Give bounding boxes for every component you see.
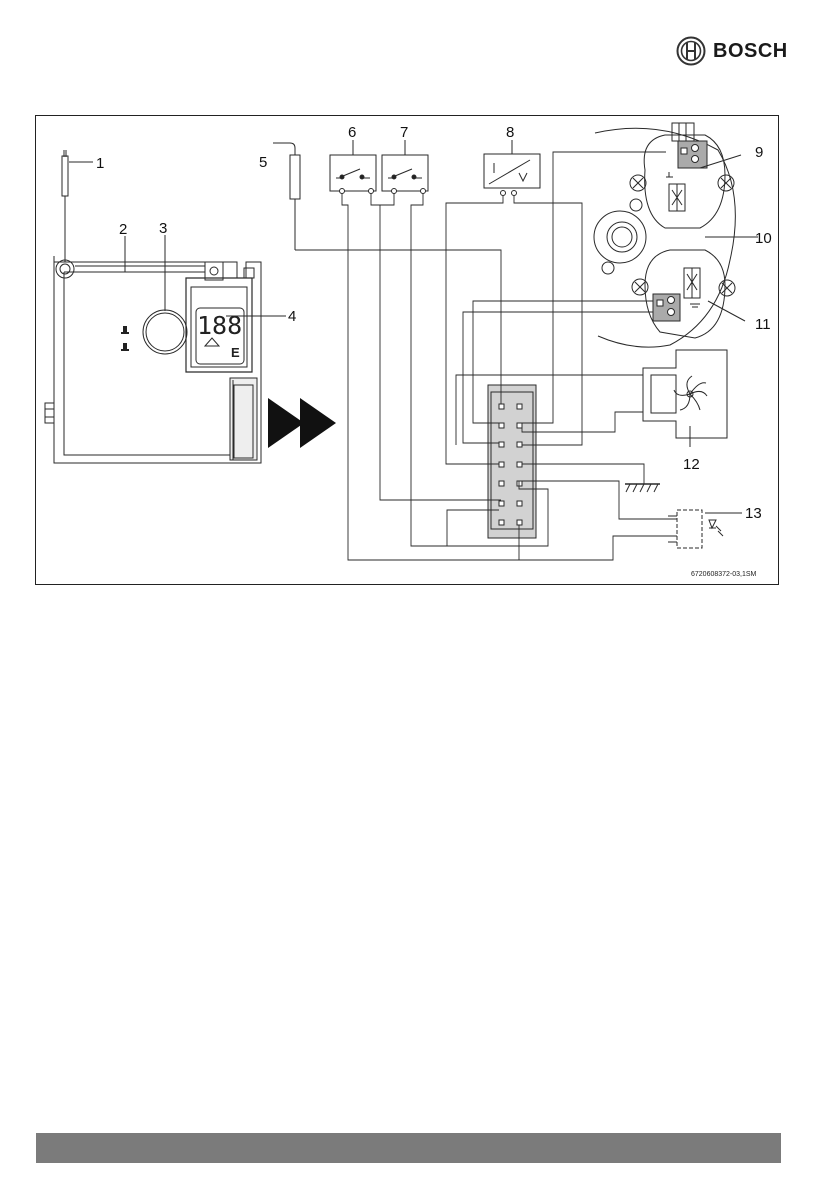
temperature-switch-6 <box>330 140 376 194</box>
temperature-switch-7 <box>382 140 428 194</box>
label-8: 8 <box>506 124 514 141</box>
label-5: 5 <box>259 154 267 171</box>
wiring <box>295 152 677 560</box>
pump-component <box>668 510 742 548</box>
label-10: 10 <box>755 230 772 247</box>
reset-button <box>143 235 187 354</box>
flue-sensor <box>273 143 300 250</box>
label-13: 13 <box>745 505 762 522</box>
water-flow-sensor <box>484 140 540 196</box>
connector-block-left <box>230 378 257 460</box>
gas-valve-coil-9 <box>666 123 741 211</box>
label-1: 1 <box>96 155 104 172</box>
label-2: 2 <box>119 221 127 238</box>
display-digits: 188 <box>197 311 242 340</box>
gas-valve-coil-11 <box>640 268 745 321</box>
label-9: 9 <box>755 144 763 161</box>
label-11: 11 <box>755 316 771 333</box>
reference-code: 6720608372-03,1SM <box>691 571 757 578</box>
ground-symbol <box>625 484 660 492</box>
display-unit-glyph: E <box>231 345 240 360</box>
label-3: 3 <box>159 220 167 237</box>
wiring-diagram: 188 E 6720608372-03,1SM 1 2 3 4 5 6 7 8 … <box>0 0 839 600</box>
label-4: 4 <box>288 308 296 325</box>
label-6: 6 <box>348 124 356 141</box>
footer-bar <box>36 1133 781 1163</box>
fan <box>643 350 727 447</box>
label-12: 12 <box>683 456 700 473</box>
label-7: 7 <box>400 124 408 141</box>
direction-arrows <box>268 398 336 448</box>
ignition-electrode <box>62 150 93 262</box>
symbol-icons <box>121 326 129 351</box>
main-connector <box>488 385 536 538</box>
